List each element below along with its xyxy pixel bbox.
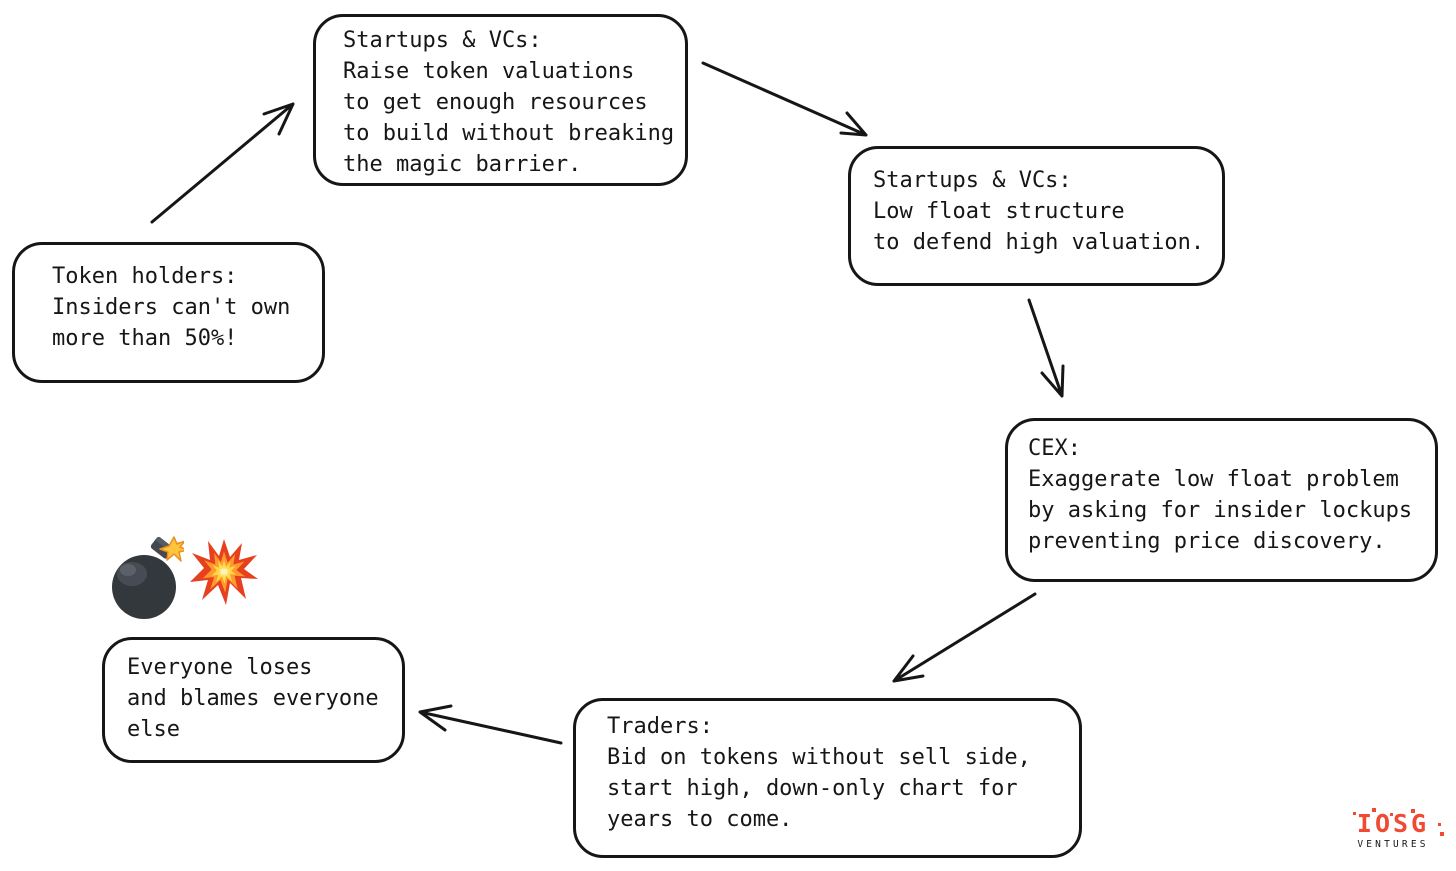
arrow-traders-to-everyone-loses [418, 704, 563, 745]
flow-node-startups-low-float: Startups & VCs: Low float structure to d… [848, 146, 1225, 286]
logo-pixel-dot [1438, 823, 1441, 826]
flow-node-token-holders: Token holders: Insiders can't own more t… [12, 242, 325, 383]
arrow-startups-float-to-cex [1027, 298, 1065, 398]
logo-pixel-dot [1353, 812, 1356, 815]
logo-pixel-dot [1411, 809, 1415, 813]
arrow-token-holders-to-startups-raise [150, 102, 295, 224]
iosg-ventures-logo: IOSG VENTURES [1341, 808, 1445, 850]
flow-node-everyone-loses: Everyone loses and blames everyone else [102, 637, 405, 763]
logo-pixel-dot [1440, 832, 1444, 836]
flow-node-cex: CEX: Exaggerate low float problem by ask… [1005, 418, 1438, 582]
flow-node-traders: Traders: Bid on tokens without sell side… [573, 698, 1082, 858]
explosion-icon [190, 539, 258, 605]
bomb-icon [112, 536, 184, 619]
logo-wordmark: IOSG [1356, 809, 1430, 838]
logo-pixel-dot [1390, 813, 1393, 816]
flow-node-startups-raise: Startups & VCs: Raise token valuations t… [313, 14, 688, 186]
arrow-cex-to-traders [892, 592, 1037, 683]
arrow-startups-raise-to-startups-float [701, 61, 868, 137]
logo-pixel-dot [1372, 808, 1376, 812]
logo-subtitle: VENTURES [1357, 839, 1429, 850]
